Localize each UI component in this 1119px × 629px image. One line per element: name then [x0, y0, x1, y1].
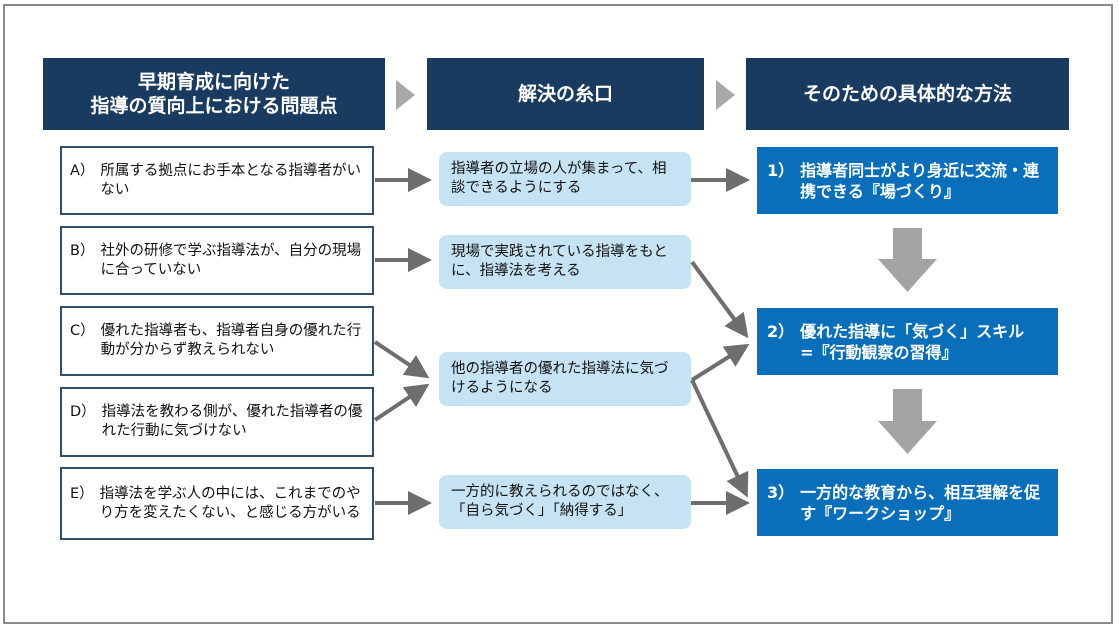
problem-box-a: A） 所属する拠点にお手本となる指導者がいない — [60, 146, 374, 215]
clue-text: 一方的に教えられるのではなく、「自ら気づく」「納得する」 — [451, 484, 669, 519]
method-label: 1） — [767, 160, 795, 180]
problem-label: C） — [70, 323, 95, 339]
method-box-1: 1）指導者同士がより身近に交流・連携できる『場づくり』 — [757, 147, 1058, 214]
clue-1: 指導者の立場の人が集まって、相談できるようにする — [439, 152, 691, 206]
header-problems-line2: 指導の質向上における問題点 — [90, 95, 338, 117]
problem-box-e: E） 指導法を学ぶ人の中には、これまでのやり方を変えたくない、と感じる方がいる — [60, 467, 374, 540]
problem-box-c: C） 優れた指導者も、指導者自身の優れた行動が分からず教えられない — [60, 306, 374, 376]
problem-label: D） — [70, 404, 96, 420]
method-label: 2） — [767, 321, 795, 341]
clue-text: 指導者の立場の人が集まって、相談できるようにする — [451, 161, 667, 196]
header-clues-label: 解決の糸口 — [517, 83, 613, 105]
problem-label: B） — [70, 242, 95, 259]
problem-text: 優れた指導者も、指導者自身の優れた行動が分からず教えられない — [100, 323, 362, 358]
clue-text: 現場で実践されている指導をもとに、指導法を考える — [451, 244, 668, 279]
clue-text: 他の指導者の優れた指導法に気づけるようになる — [451, 361, 669, 396]
problem-text: 指導法を学ぶ人の中には、これまでのやり方を変えたくない、と感じる方がいる — [99, 485, 361, 521]
header-methods-label: そのための具体的な方法 — [802, 83, 1012, 105]
problem-label: A） — [70, 162, 95, 179]
header-problems-line1: 早期育成に向けた — [137, 71, 290, 93]
clue-2: 現場で実践されている指導をもとに、指導法を考える — [439, 235, 691, 289]
header-methods: そのための具体的な方法 — [746, 58, 1069, 130]
problem-text: 指導法を教わる側が、優れた指導者の優れた行動に気づけない — [101, 404, 363, 439]
problem-label: E） — [70, 485, 94, 502]
method-box-3: 3）一方的な教育から、相互理解を促す『ワークショップ』 — [757, 469, 1058, 536]
chevron-right-icon — [396, 80, 415, 110]
clue-4: 一方的に教えられるのではなく、「自ら気づく」「納得する」 — [439, 475, 691, 529]
method-box-2: 2）優れた指導に「気づく」スキル =『行動観察の習得』 — [757, 308, 1058, 375]
problem-text: 所属する拠点にお手本となる指導者がいない — [100, 162, 361, 198]
method-text: 指導者同士がより身近に交流・連携できる『場づくり』 — [800, 160, 1040, 201]
method-text: 優れた指導に「気づく」スキル =『行動観察の習得』 — [800, 321, 1041, 362]
problem-box-b: B） 社外の研修で学ぶ指導法が、自分の現場に合っていない — [60, 226, 374, 295]
header-problems: 早期育成に向けた 指導の質向上における問題点 — [43, 58, 385, 130]
problem-box-d: D） 指導法を教わる側が、優れた指導者の優れた行動に気づけない — [60, 387, 374, 457]
method-label: 3） — [767, 482, 795, 502]
header-clues: 解決の糸口 — [427, 58, 704, 130]
chevron-right-icon — [716, 80, 735, 110]
problem-text: 社外の研修で学ぶ指導法が、自分の現場に合っていない — [100, 242, 362, 278]
method-text: 一方的な教育から、相互理解を促す『ワークショップ』 — [800, 482, 1041, 523]
clue-3: 他の指導者の優れた指導法に気づけるようになる — [439, 352, 691, 406]
